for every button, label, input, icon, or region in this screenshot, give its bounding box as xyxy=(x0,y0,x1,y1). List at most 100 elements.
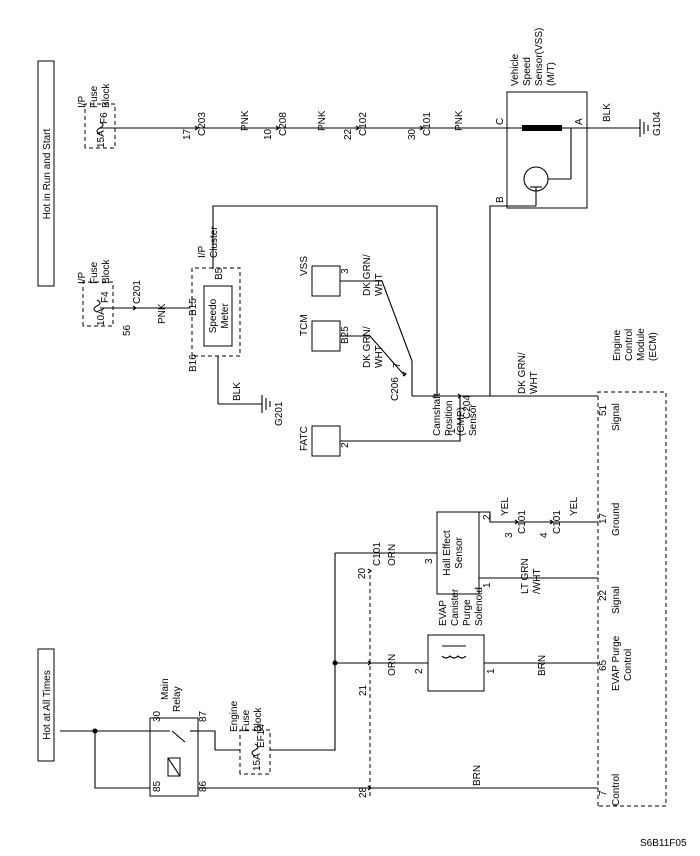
svg-text:C101: C101 xyxy=(517,510,528,534)
svg-text:10: 10 xyxy=(263,128,274,140)
svg-text:Block: Block xyxy=(101,83,112,108)
svg-text:Position: Position xyxy=(444,400,455,436)
svg-text:(M/T): (M/T) xyxy=(546,62,557,86)
svg-text:Sensor(VSS): Sensor(VSS) xyxy=(534,28,545,86)
svg-text:Fuse: Fuse xyxy=(241,709,252,732)
svg-text:Hall Effect: Hall Effect xyxy=(442,530,453,576)
svg-text:1: 1 xyxy=(486,668,497,674)
dkgrnwht-label-tcm1: DK GRN/ xyxy=(362,326,373,368)
evap-solenoid: EVAP Canister Purge Solenoid 2 1 xyxy=(414,587,497,692)
hot-run-start-banner: Hot in Run and Start xyxy=(37,60,55,287)
svg-text:(CMP): (CMP) xyxy=(456,407,467,436)
svg-text:20: 20 xyxy=(357,567,368,579)
pnk-label-1: PNK xyxy=(240,110,251,131)
svg-text:Meter: Meter xyxy=(220,303,231,329)
svg-text:Vehicle: Vehicle xyxy=(510,53,521,86)
svg-text:22: 22 xyxy=(598,589,609,601)
svg-text:Signal: Signal xyxy=(611,403,622,431)
connector-c206: 7 C206 xyxy=(390,362,407,401)
svg-text:15A: 15A xyxy=(252,753,263,771)
svg-text:15A: 15A xyxy=(96,130,107,148)
svg-text:EVAP Purge: EVAP Purge xyxy=(611,635,622,691)
connector-c101-top: 30 C101 xyxy=(407,112,433,140)
svg-text:Fuse: Fuse xyxy=(89,85,100,108)
tcm-module-wire xyxy=(340,335,406,377)
svg-text:B15: B15 xyxy=(188,298,199,316)
svg-text:Hot at All Times: Hot at All Times xyxy=(42,670,53,739)
svg-text:2: 2 xyxy=(340,442,351,448)
fatc-module-wire xyxy=(340,396,461,442)
svg-text:30: 30 xyxy=(152,710,163,722)
svg-text:Ground: Ground xyxy=(611,503,622,536)
svg-text:1: 1 xyxy=(447,428,458,434)
svg-text:2: 2 xyxy=(414,668,425,674)
ef14-out xyxy=(270,736,336,751)
svg-text:A: A xyxy=(574,118,585,125)
svg-text:87: 87 xyxy=(198,710,209,722)
pnk-label-cluster: PNK xyxy=(157,303,168,324)
svg-text:7: 7 xyxy=(598,790,609,796)
svg-text:C201: C201 xyxy=(132,280,143,304)
svg-text:C101: C101 xyxy=(422,112,433,136)
dkgrnwht-label-tcm2: WHT xyxy=(374,345,385,368)
vss-module-wire xyxy=(340,280,413,396)
connector-c201: 56 C201 xyxy=(122,280,143,336)
svg-text:C204: C204 xyxy=(462,395,473,419)
svg-text:TCM: TCM xyxy=(299,314,310,336)
svg-text:I/P: I/P xyxy=(77,271,88,284)
relay-85-feed xyxy=(94,731,150,789)
svg-text:C101: C101 xyxy=(372,542,383,566)
svg-text:Speed: Speed xyxy=(522,57,533,86)
svg-text:G201: G201 xyxy=(274,401,285,426)
splice-orn xyxy=(332,660,338,666)
pnk-label-3: PNK xyxy=(454,110,465,131)
svg-text:17: 17 xyxy=(598,512,609,524)
module-vss: VSS 3 xyxy=(299,256,351,297)
svg-text:56: 56 xyxy=(122,324,133,336)
svg-text:B: B xyxy=(495,196,506,203)
ip-cluster: Speedo Meter I/P Cluster B5 B15 B16 xyxy=(188,226,241,372)
svg-text:C203: C203 xyxy=(197,112,208,136)
svg-text:B16: B16 xyxy=(188,354,199,372)
svg-text:2: 2 xyxy=(482,514,493,520)
diagram-canvas: Hot in Run and Start Hot at All Times I/… xyxy=(37,28,667,807)
hot-all-times-banner: Hot at All Times xyxy=(37,648,55,762)
connector-c101-cmp-a: 3 C101 xyxy=(504,510,528,538)
svg-text:C101: C101 xyxy=(552,510,563,534)
dkgrnwht-label-vss1: DK GRN/ xyxy=(362,254,373,296)
orn-label-cmp: ORN xyxy=(387,544,398,566)
svg-text:3: 3 xyxy=(424,558,435,564)
svg-text:10A: 10A xyxy=(96,308,107,326)
main-relay: Main Relay 30 87 85 86 xyxy=(149,678,209,797)
pnk-label-2: PNK xyxy=(317,110,328,131)
svg-text:F6: F6 xyxy=(99,112,110,124)
connector-21: 21 xyxy=(358,660,372,696)
ecm-module: Engine Control Module (ECM) 51 Signal 17… xyxy=(597,328,667,807)
svg-text:Relay: Relay xyxy=(172,686,183,712)
svg-text:Sensor: Sensor xyxy=(468,404,479,436)
svg-text:Fuse: Fuse xyxy=(89,261,100,284)
svg-text:Sensor: Sensor xyxy=(454,536,465,568)
ground-g104: G104 xyxy=(639,111,663,137)
svg-text:Control: Control xyxy=(624,329,635,361)
svg-text:Speedo: Speedo xyxy=(208,298,219,333)
svg-text:28: 28 xyxy=(358,786,369,798)
svg-text:VSS: VSS xyxy=(299,256,310,276)
cmp-sensor: Hall Effect Sensor Camshaft Position (CM… xyxy=(424,393,493,595)
module-tcm: TCM B25 xyxy=(299,314,351,352)
dkgrnwht-label-ecm1: DK GRN/ xyxy=(517,352,528,394)
fuse-f4: I/P Fuse Block F4 10A xyxy=(77,259,114,327)
svg-text:FATC: FATC xyxy=(299,426,310,451)
svg-text:Purge: Purge xyxy=(462,599,473,626)
svg-text:4: 4 xyxy=(539,532,550,538)
ground-g201: G201 xyxy=(261,395,285,426)
cluster-b5-wire xyxy=(212,205,438,396)
dkgrnwht-label-vss2: WHT xyxy=(374,273,385,296)
svg-text:85: 85 xyxy=(152,780,163,792)
brn-label-relay: BRN xyxy=(472,765,483,786)
svg-text:B25: B25 xyxy=(340,326,351,344)
yel-wire-ground xyxy=(479,511,598,523)
svg-text:7: 7 xyxy=(392,362,403,368)
svg-text:Block: Block xyxy=(253,707,264,732)
